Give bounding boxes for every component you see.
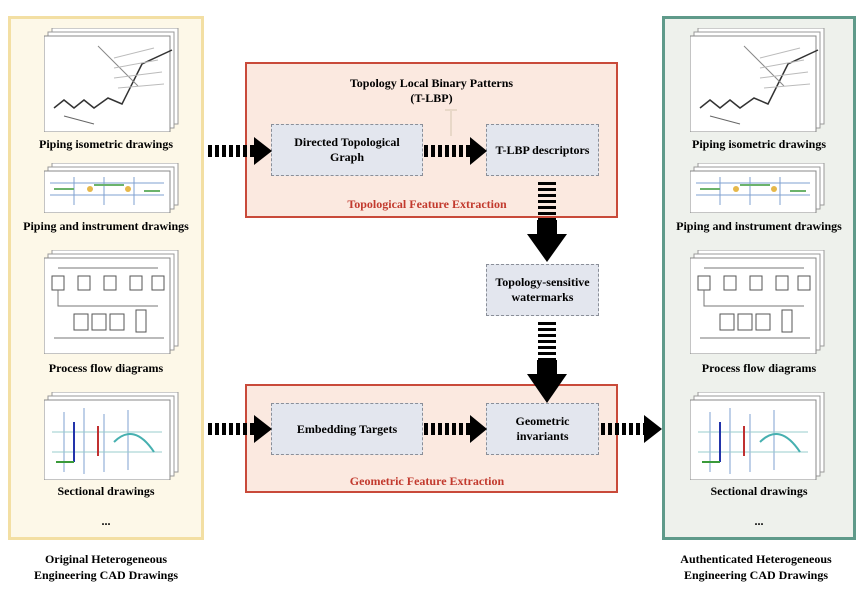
right-item-sectional: Sectional drawings bbox=[710, 484, 808, 498]
graph-node-line2: Graph bbox=[329, 150, 364, 164]
tlbp-title-line2: (T-LBP) bbox=[410, 91, 453, 105]
left-item-pid: Piping and instrument drawings bbox=[23, 219, 189, 233]
left-item-isometric: Piping isometric drawings bbox=[39, 137, 173, 151]
pfd-drawing-thumbnail bbox=[690, 250, 826, 354]
topological-box-footer: Topological Feature Extraction bbox=[347, 197, 507, 211]
isometric-drawing-thumbnail bbox=[44, 28, 180, 132]
left-caption: Original Heterogeneous Engineering CAD D… bbox=[0, 551, 212, 583]
invariants-node-line2: invariants bbox=[516, 429, 569, 443]
pfd-drawing-thumbnail bbox=[44, 250, 180, 354]
watermark-node-line1: Topology-sensitive bbox=[495, 275, 590, 289]
tlbp-title-line1: Topology Local Binary Patterns bbox=[349, 76, 514, 90]
geometric-box-footer: Geometric Feature Extraction bbox=[349, 474, 505, 488]
geometric-invariants-node: Geometric invariants bbox=[486, 403, 599, 455]
topology-sensitive-watermarks-node: Topology-sensitive watermarks bbox=[486, 264, 599, 316]
right-caption: Authenticated Heterogeneous Engineering … bbox=[650, 551, 862, 583]
right-item-isometric: Piping isometric drawings bbox=[692, 137, 826, 151]
left-item-pfd: Process flow diagrams bbox=[48, 361, 164, 375]
invariants-node-line1: Geometric bbox=[515, 414, 570, 428]
left-item-ellipsis: ... bbox=[101, 514, 111, 528]
right-caption-line2: Engineering CAD Drawings bbox=[683, 568, 828, 582]
sectional-drawing-thumbnail bbox=[690, 392, 826, 480]
right-item-pfd: Process flow diagrams bbox=[701, 361, 817, 375]
tlbp-title: Topology Local Binary Patterns (T-LBP) bbox=[245, 76, 618, 106]
embedding-targets-node: Embedding Targets bbox=[271, 403, 423, 455]
right-item-ellipsis: ... bbox=[754, 514, 764, 528]
right-item-pid: Piping and instrument drawings bbox=[676, 219, 842, 233]
left-caption-line1: Original Heterogeneous bbox=[44, 552, 168, 566]
tlbp-descriptors-node: T-LBP descriptors bbox=[486, 124, 599, 176]
left-caption-line2: Engineering CAD Drawings bbox=[33, 568, 178, 582]
graph-node-line1: Directed Topological bbox=[294, 135, 400, 149]
pid-drawing-thumbnail bbox=[690, 163, 826, 213]
isometric-drawing-thumbnail bbox=[690, 28, 826, 132]
watermark-node-line2: watermarks bbox=[511, 290, 574, 304]
directed-topological-graph-node: Directed Topological Graph bbox=[271, 124, 423, 176]
pid-drawing-thumbnail bbox=[44, 163, 180, 213]
left-item-sectional: Sectional drawings bbox=[57, 484, 155, 498]
right-caption-line1: Authenticated Heterogeneous bbox=[680, 552, 832, 566]
sectional-drawing-thumbnail bbox=[44, 392, 180, 480]
